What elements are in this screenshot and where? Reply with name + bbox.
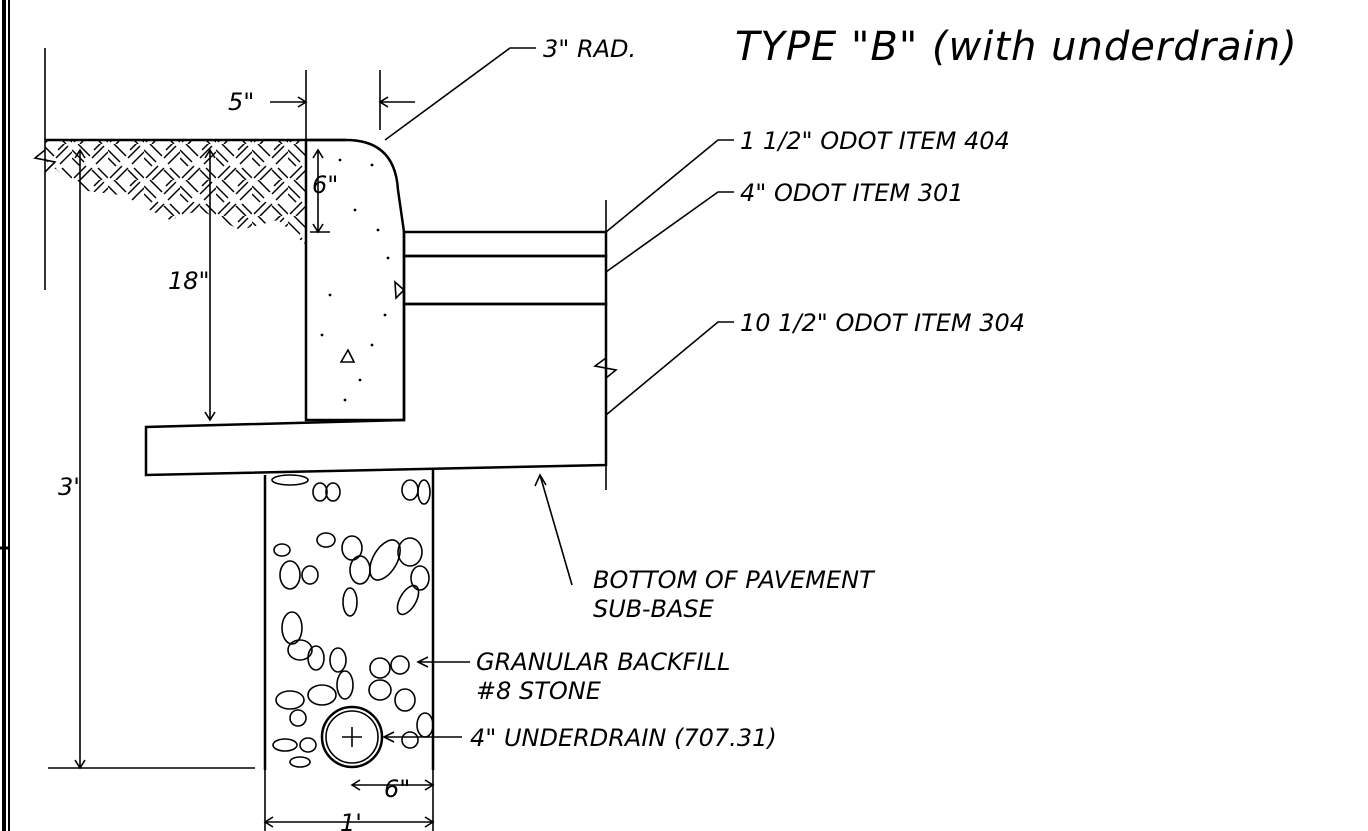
item404-label: 1 1/2" ODOT ITEM 404 <box>740 127 1010 155</box>
dim-top-width: 5" <box>228 88 254 116</box>
dim-curb-face: 6" <box>312 171 338 199</box>
dim-pipe-offset: 6" <box>384 775 410 803</box>
pavement-layers <box>144 200 618 490</box>
radius-label: 3" RAD. <box>543 35 636 63</box>
leader-lines <box>382 47 734 743</box>
trench-backfill <box>263 470 435 770</box>
dim-curb-height: 18" <box>168 267 210 295</box>
item304-label: 10 1/2" ODOT ITEM 304 <box>740 309 1025 337</box>
stone-label: #8 STONE <box>476 677 602 705</box>
item301-label: 4" ODOT ITEM 301 <box>740 179 964 207</box>
bottom-pavement-label: BOTTOM OF PAVEMENT <box>593 566 876 594</box>
dim-total-depth: 3' <box>58 473 80 501</box>
underdrain-pipe <box>320 705 384 769</box>
detail-title: TYPE "B" (with underdrain) <box>735 24 1298 70</box>
dimension-lines <box>48 70 435 831</box>
earth-backslope <box>33 48 346 290</box>
granular-backfill-label: GRANULAR BACKFILL <box>476 648 730 676</box>
sheet-border <box>0 0 10 831</box>
sub-base-label: SUB-BASE <box>593 595 715 623</box>
underdrain-label: 4" UNDERDRAIN (707.31) <box>470 724 777 752</box>
dim-trench-width: 1' <box>340 809 362 831</box>
